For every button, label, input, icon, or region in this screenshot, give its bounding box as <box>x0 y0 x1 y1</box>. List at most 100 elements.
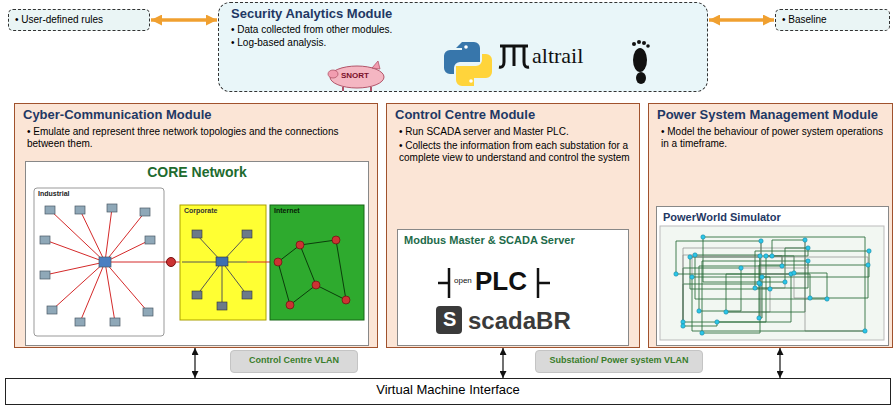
logo-text: S <box>443 308 456 330</box>
core-network-picture-part <box>180 205 266 320</box>
maltrail-logo-part <box>513 46 516 66</box>
box-title: PowerWorld Simulator <box>663 210 882 224</box>
vlan-tag: Substation/ Power system VLAN <box>535 350 703 373</box>
power-grid-lines-part <box>676 241 761 274</box>
connector-arrow <box>502 348 503 378</box>
power-grid-lines-part <box>759 277 762 318</box>
power-grid-lines-part <box>683 274 791 322</box>
core-network-picture-part-part <box>75 318 85 326</box>
power-grid-lines-part <box>699 268 741 311</box>
power-grid-lines-part <box>683 255 695 326</box>
power-grid-lines-part <box>753 286 757 290</box>
bullet-text: • Collects the information from each sub… <box>395 140 631 164</box>
core-network-picture-part-part <box>80 210 105 262</box>
power-grid-lines-part <box>783 280 787 284</box>
footprint-icon-part <box>637 40 641 44</box>
module-box: Cyber-Communication Module• Emulate and … <box>14 103 378 348</box>
power-grid-lines-part <box>759 265 868 283</box>
power-grid-lines-part <box>808 296 812 300</box>
power-grid-lines-part <box>692 256 760 277</box>
core-network-picture-part-part <box>143 308 153 316</box>
core-network-picture-part-part <box>222 262 247 295</box>
connector-arrow <box>779 348 780 378</box>
power-grid-lines-part <box>768 287 772 291</box>
power-grid-lines-part <box>762 277 770 289</box>
power-grid-lines <box>674 235 871 335</box>
snort-logo-part <box>372 61 380 69</box>
power-grid-lines-part <box>681 320 685 324</box>
core-network-picture-part-part <box>197 235 222 262</box>
core-network-picture-part-part <box>286 301 294 309</box>
power-grid-lines-part <box>867 249 871 253</box>
power-grid-lines-part <box>701 235 705 239</box>
power-grid-lines-part <box>758 254 762 258</box>
openplc-logo-part <box>448 268 451 298</box>
core-network-picture-part-part <box>99 257 111 267</box>
power-grid-lines-part <box>794 273 827 299</box>
connector-arrow <box>709 18 774 22</box>
power-grid-lines-part <box>766 256 782 266</box>
zone-label: Corporate <box>184 207 217 215</box>
vlan-tag: Control Centre VLAN <box>230 350 358 373</box>
core-network-picture-part-part <box>216 257 228 266</box>
footprint-icon <box>632 40 650 84</box>
core-network-picture-part-part <box>247 262 276 263</box>
power-grid-lines-part <box>810 265 868 298</box>
python-logo-part <box>469 79 473 83</box>
core-network-picture-part-part <box>40 236 50 244</box>
power-grid-lines-part <box>766 256 794 273</box>
power-grid-lines-part <box>688 255 692 259</box>
core-network-picture-part-part <box>50 210 105 262</box>
core-network-picture-part-part <box>145 236 155 244</box>
power-grid-lines-part <box>772 240 805 256</box>
power-grid-lines-part <box>683 268 741 326</box>
openplc-logo-part <box>537 268 540 298</box>
power-grid-lines-part <box>695 255 827 299</box>
power-grid-lines-part <box>690 257 760 284</box>
core-network-picture-part-part <box>222 262 247 263</box>
core-network-picture-part-part <box>192 291 202 299</box>
bullet-text: • Data collected from other modules. <box>231 23 695 36</box>
core-network-picture-part-part <box>105 262 115 322</box>
core-network-picture-part-part <box>110 318 120 326</box>
core-network-picture-part-part <box>107 204 117 212</box>
baseline-box: • Baseline <box>775 9 890 31</box>
power-grid-lines-part <box>703 237 865 331</box>
power-grid-lines-part <box>805 240 865 331</box>
analytics-module-box: Security Analytics Module• Data collecte… <box>218 2 708 92</box>
power-grid-lines-part <box>715 320 719 324</box>
core-network-picture-part-part <box>300 245 316 285</box>
power-grid-lines-part <box>755 261 808 288</box>
module-box: Power System Management Module• Model th… <box>648 103 893 348</box>
openplc-logo-part <box>538 282 550 285</box>
power-grid-lines-part <box>755 251 869 288</box>
power-grid-lines-part <box>764 254 768 258</box>
core-network-picture-part-part <box>222 262 223 305</box>
snort-logo-part <box>330 66 384 88</box>
box-title: Modbus Master & SCADA Server <box>404 233 622 247</box>
core-network-picture <box>34 188 364 336</box>
openplc-logo <box>438 268 550 298</box>
snort-logo-part <box>328 70 338 78</box>
power-grid-lines-part <box>759 241 761 318</box>
power-grid-lines-part <box>760 275 764 279</box>
zone-label: Internet <box>274 207 300 215</box>
network-panel: CORE Network <box>25 161 369 346</box>
python-logo-part <box>464 45 468 49</box>
power-grid-lines-part <box>683 322 717 326</box>
bullet-text: • Run SCADA server and Master PLC. <box>395 126 631 138</box>
box-title: Substation/ Power system VLAN <box>536 351 702 369</box>
power-grid-lines-part <box>739 266 743 270</box>
power-grid-lines-part <box>676 274 810 298</box>
core-network-picture-part-part <box>40 271 50 279</box>
power-grid-lines-part <box>803 238 807 242</box>
core-network-picture-part <box>270 205 364 320</box>
core-network-picture-part-part <box>217 302 227 310</box>
power-grid-lines-part <box>726 289 770 312</box>
power-grid-lines-part <box>806 259 810 263</box>
core-network-picture-part-part <box>278 245 300 262</box>
bullet-text: • Model the behaviour of power system op… <box>657 126 884 150</box>
zone-label: Industrial <box>38 190 70 198</box>
power-grid-lines-part <box>792 271 796 275</box>
footprint-icon-part <box>633 48 647 72</box>
